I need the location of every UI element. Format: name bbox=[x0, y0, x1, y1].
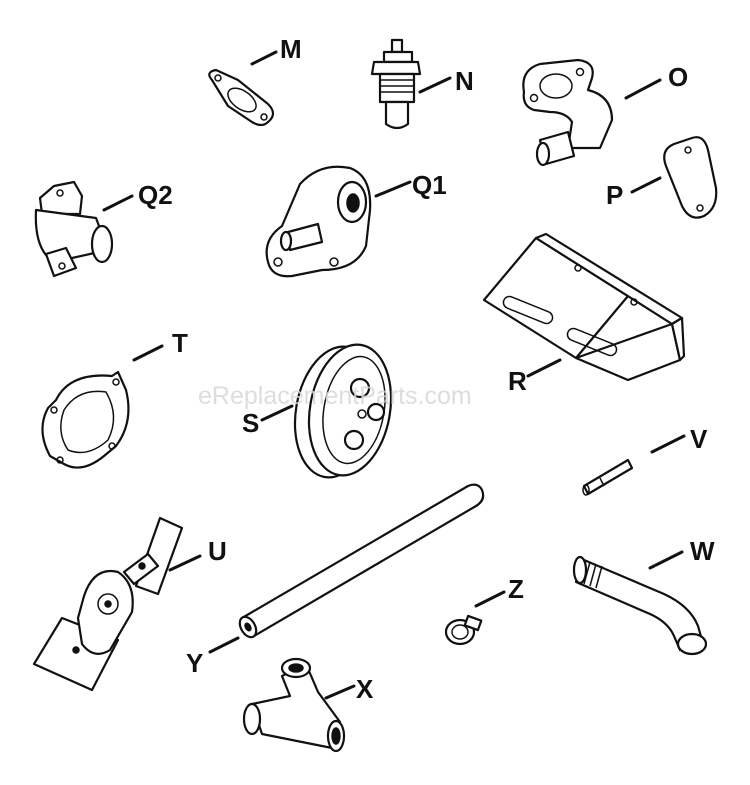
leader-q1 bbox=[374, 180, 412, 198]
part-s-pulley bbox=[293, 343, 393, 479]
label-p: P bbox=[606, 180, 623, 210]
leader-v bbox=[650, 434, 686, 454]
label-s: S bbox=[242, 408, 259, 438]
part-p-plate bbox=[663, 136, 718, 219]
leader-z bbox=[474, 590, 506, 608]
label-y: Y bbox=[186, 648, 203, 678]
label-n: N bbox=[455, 66, 474, 96]
label-w: W bbox=[690, 536, 715, 566]
part-t-gasket bbox=[41, 370, 130, 469]
part-r-bracket bbox=[482, 232, 686, 382]
part-y-tube bbox=[238, 483, 485, 639]
label-r: R bbox=[508, 366, 527, 396]
leader-w bbox=[648, 550, 684, 570]
label-u: U bbox=[208, 536, 227, 566]
leader-t bbox=[132, 344, 164, 362]
label-o: O bbox=[668, 62, 688, 92]
part-x-tee bbox=[242, 657, 346, 753]
leader-r bbox=[526, 358, 562, 378]
label-m: M bbox=[280, 34, 302, 64]
leader-o bbox=[624, 78, 662, 100]
part-m-gasket bbox=[208, 68, 275, 127]
label-v: V bbox=[690, 424, 708, 454]
leader-q2 bbox=[102, 194, 134, 212]
leader-u bbox=[168, 554, 202, 572]
watermark-text: eReplacementParts.com bbox=[198, 382, 472, 410]
part-u-paddle bbox=[32, 516, 184, 692]
leader-n bbox=[418, 76, 452, 94]
label-z: Z bbox=[508, 574, 524, 604]
label-q1: Q1 bbox=[412, 170, 447, 200]
part-v-pin bbox=[582, 458, 634, 496]
part-q1-housing bbox=[265, 165, 372, 278]
part-n-sender bbox=[370, 38, 422, 130]
leader-y bbox=[208, 636, 240, 654]
part-z-clamp bbox=[444, 614, 483, 646]
label-t: T bbox=[172, 328, 188, 358]
label-q2: Q2 bbox=[138, 180, 173, 210]
leader-x bbox=[324, 684, 356, 700]
part-w-pipe bbox=[572, 555, 708, 656]
part-o-elbow bbox=[522, 58, 614, 167]
leader-m bbox=[250, 50, 278, 66]
part-q2-outlet bbox=[34, 180, 114, 278]
label-x: X bbox=[356, 674, 374, 704]
leader-p bbox=[630, 176, 662, 194]
leader-s bbox=[260, 404, 294, 422]
